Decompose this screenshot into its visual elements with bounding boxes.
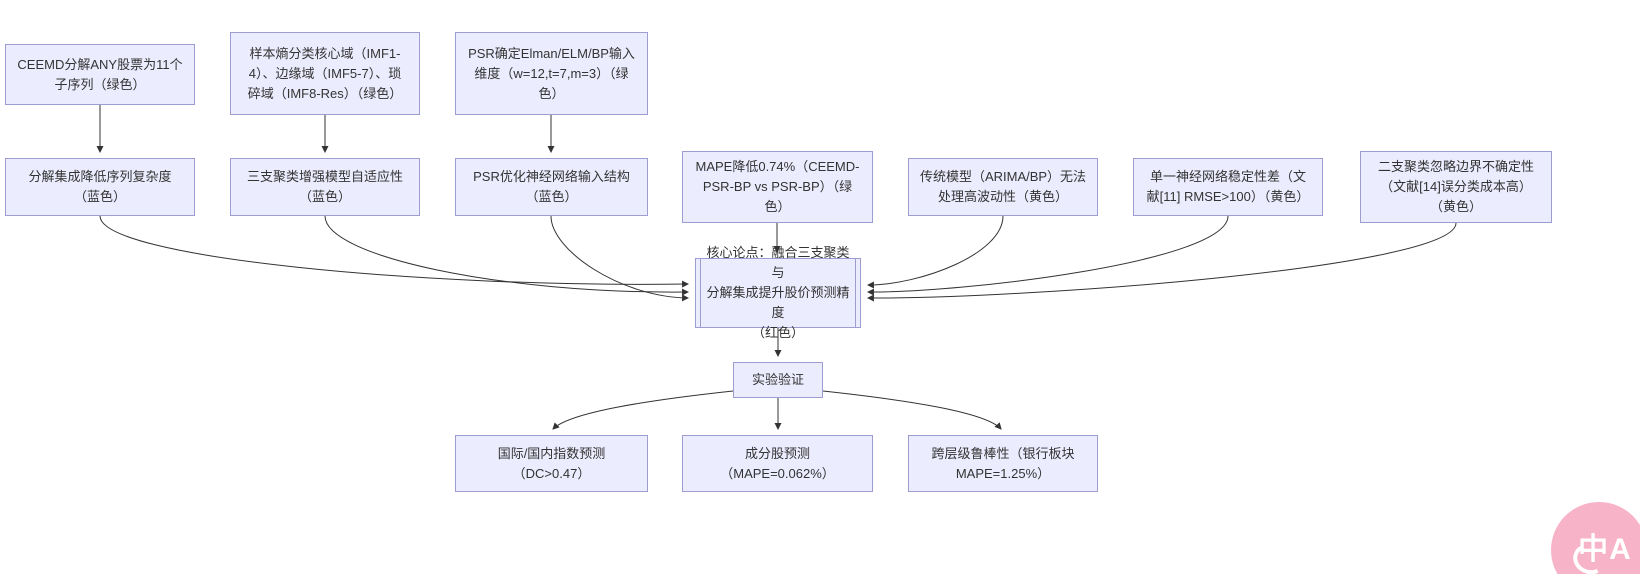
edge-decomp-to-core (99, 215, 690, 288)
node-robust-label: 跨层级鲁棒性（银行板块 MAPE=1.25%） (931, 445, 1075, 481)
node-robust: 跨层级鲁棒性（银行板块 MAPE=1.25%） (908, 435, 1098, 492)
node-three-way-label: 三支聚类增强模型自适应性 （蓝色） (246, 169, 403, 204)
node-stock-label: 成分股预测 （MAPE=0.062%） (720, 445, 835, 481)
edge-psr-opt-to-core (550, 215, 690, 302)
node-stock: 成分股预测 （MAPE=0.062%） (682, 435, 873, 492)
node-index-label: 国际/国内指数预测 （DC>0.47） (497, 445, 606, 481)
node-arima: 传统模型（ARIMA/BP）无法 处理高波动性（黄色） (908, 158, 1098, 216)
node-exp: 实验验证 (733, 362, 823, 398)
node-mape: MAPE降低0.74%（CEEMD- PSR-BP vs PSR-BP）（绿 色… (682, 151, 873, 223)
node-psr-opt-label: PSR优化神经网络输入结构 （蓝色） (473, 169, 630, 204)
node-index: 国际/国内指数预测 （DC>0.47） (455, 435, 648, 492)
node-entropy-label: 样本熵分类核心域（IMF1- 4）、边缘域（IMF5-7）、琐 碎域（IMF8-… (247, 45, 403, 101)
node-two-way: 二支聚类忽略边界不确定性 （文献[14]误分类成本高） （黄色） (1360, 151, 1552, 223)
edge-single-nn-to-core (866, 215, 1229, 296)
node-single-nn: 单一神经网络稳定性差（文 献[11] RMSE>100）（黄色） (1133, 158, 1323, 216)
node-arima-label: 传统模型（ARIMA/BP）无法 处理高波动性（黄色） (919, 169, 1087, 204)
node-three-way: 三支聚类增强模型自适应性 （蓝色） (230, 158, 420, 216)
node-psr-dim-label: PSR确定Elman/ELM/BP输入 维度（w=12,t=7,m=3）（绿 色… (468, 45, 635, 101)
node-two-way-label: 二支聚类忽略边界不确定性 （文献[14]误分类成本高） （黄色） (1377, 159, 1534, 214)
node-ceemd-label: CEEMD分解ANY股票为11个 子序列（绿色） (17, 56, 183, 92)
node-decomp: 分解集成降低序列复杂度 （蓝色） (5, 158, 195, 216)
translate-badge[interactable]: 中A (1551, 502, 1640, 574)
node-decomp-label: 分解集成降低序列复杂度 （蓝色） (28, 169, 172, 204)
node-core-label: 核心论点：融合三支聚类与 分解集成提升股价预测精度 （红色） (706, 245, 850, 340)
edge-arima-to-core (866, 215, 1004, 289)
node-entropy: 样本熵分类核心域（IMF1- 4）、边缘域（IMF5-7）、琐 碎域（IMF8-… (230, 32, 420, 115)
edge-exp-to-index (552, 390, 734, 430)
node-psr-opt: PSR优化神经网络输入结构 （蓝色） (455, 158, 648, 216)
node-single-nn-label: 单一神经网络稳定性差（文 献[11] RMSE>100）（黄色） (1146, 169, 1310, 204)
node-exp-label: 实验验证 (751, 372, 804, 387)
node-psr-dim: PSR确定Elman/ELM/BP输入 维度（w=12,t=7,m=3）（绿 色… (455, 32, 648, 115)
edge-three-way-to-core (324, 215, 690, 296)
edge-exp-to-robust (822, 390, 1002, 430)
translate-badge-label: 中A (1578, 533, 1632, 566)
node-mape-label: MAPE降低0.74%（CEEMD- PSR-BP vs PSR-BP）（绿 色… (695, 159, 860, 214)
node-ceemd: CEEMD分解ANY股票为11个 子序列（绿色） (5, 44, 195, 105)
edge-two-way-to-core (866, 222, 1457, 302)
node-core: 核心论点：融合三支聚类与 分解集成提升股价预测精度 （红色） (695, 245, 861, 340)
